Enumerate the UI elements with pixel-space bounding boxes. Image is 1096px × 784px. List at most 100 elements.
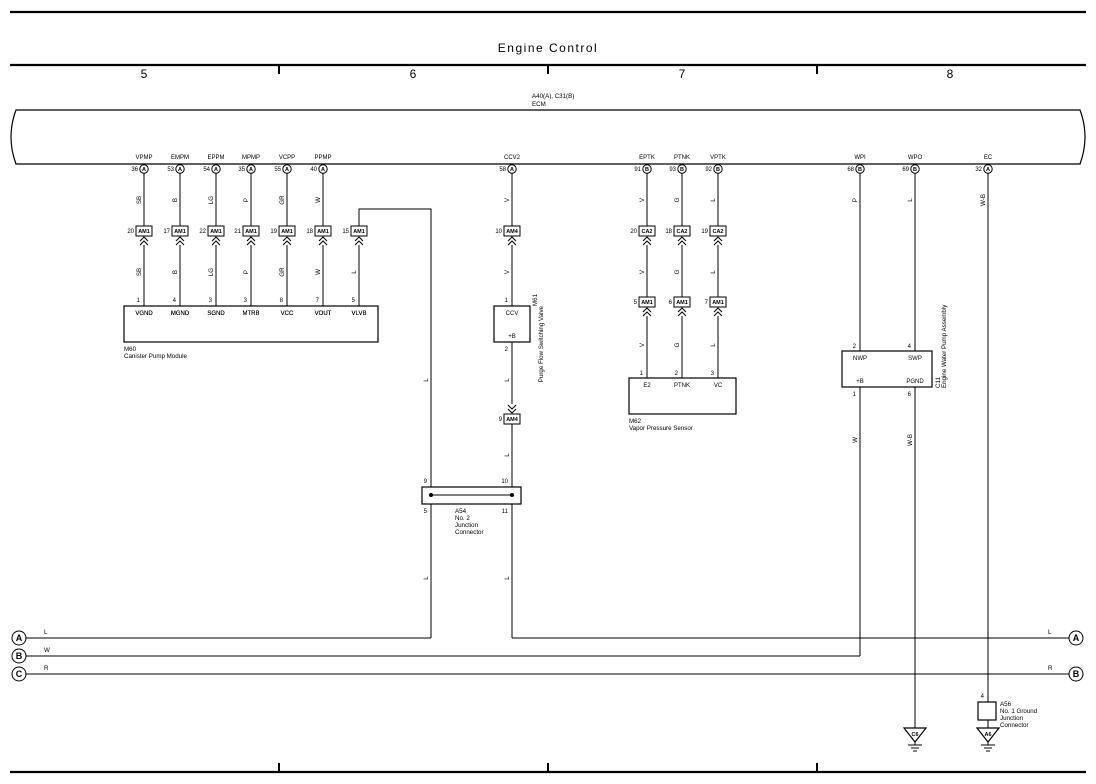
- joint-pin: 19: [701, 229, 708, 235]
- joint-chevron: [677, 236, 687, 242]
- wire-color-code: V: [639, 269, 646, 274]
- joint-connector-AM1: [278, 225, 296, 237]
- joint-pin: 18: [306, 229, 313, 235]
- joint-connector-AM1: [207, 225, 225, 237]
- joint-chevron: [507, 408, 517, 414]
- module-pin: 8: [280, 298, 284, 304]
- wiring-lines: [10, 10, 1086, 774]
- module-pin: 3: [244, 298, 248, 304]
- terminal-label-EPTK: EPTK: [639, 155, 655, 161]
- pump-pin-2: 2: [853, 344, 857, 350]
- joint-chevron: [677, 311, 687, 317]
- column-number-5: 5: [141, 67, 148, 81]
- ground-symbol: [902, 727, 928, 743]
- joint-name: AM1: [138, 229, 150, 235]
- joint-chevron: [507, 404, 517, 410]
- joint-chevron: [713, 311, 723, 317]
- joint-chevron: [139, 240, 149, 246]
- joint-connector-CA2: [673, 225, 691, 237]
- terminal-pin: 55: [274, 167, 281, 173]
- canister-pump-module-box: [123, 305, 379, 343]
- wire-color-code: W-B: [907, 434, 914, 446]
- sensor-pin-label-PTNK: PTNK: [674, 383, 690, 389]
- wire-color-code: P: [852, 198, 859, 202]
- joint-pin: 19: [270, 229, 277, 235]
- bus-wire-color-right-c: R: [1048, 665, 1053, 672]
- joint-name: AM1: [281, 229, 293, 235]
- valve-label-ccv: CCV: [506, 311, 519, 317]
- joint-pin: 17: [163, 229, 170, 235]
- wire-color-code: LG: [208, 196, 215, 204]
- ground-junction-a56: [977, 701, 997, 721]
- terminal-pin: 69: [902, 167, 909, 173]
- terminal-connector-letter: A: [178, 167, 182, 173]
- junction-name-1: No. 2: [455, 515, 470, 522]
- joint-chevron: [507, 236, 517, 242]
- terminal-connector-letter: A: [986, 167, 990, 173]
- joint-chevron: [642, 311, 652, 317]
- module-pin-label: SGND: [207, 311, 225, 317]
- module-pin-label-VOUT: VOUT: [315, 311, 332, 317]
- joint-chevron: [713, 307, 723, 313]
- purge-valve-name: Purge Flow Switching Valve: [538, 305, 545, 382]
- canister-pump-code: M60: [124, 346, 137, 353]
- wire-color-code: L: [504, 453, 511, 457]
- joint-connector-AM1: [171, 225, 189, 237]
- module-pin-label-VGND: VGND: [135, 311, 153, 317]
- joint-chevron: [211, 240, 221, 246]
- wire-color-code: W: [315, 269, 322, 275]
- joint-pin: 18: [665, 229, 672, 235]
- vapor-sensor-code: M62: [629, 418, 642, 425]
- bus-wire-color-left: W: [44, 647, 50, 654]
- wire-color-code: V: [504, 269, 511, 274]
- module-pin-label-VCC: VCC: [281, 311, 294, 317]
- wire-color-code: L: [907, 198, 914, 202]
- valve-pin-out: 2: [505, 347, 509, 353]
- module-pin-label-MGND: MGND: [171, 311, 190, 317]
- joint-name: AM1: [641, 300, 653, 306]
- wire-color-code: L: [710, 270, 717, 274]
- terminal-connector-letter: B: [716, 167, 720, 173]
- junction-pin-11: 11: [502, 509, 509, 515]
- junction-pin-10: 10: [501, 479, 508, 485]
- terminal-pin: 32: [975, 167, 982, 173]
- bus-tag-right-B: [1068, 666, 1084, 682]
- wire-color-code: P: [243, 270, 250, 274]
- terminal-pin: 36: [131, 167, 138, 173]
- sensor-pin: 3: [711, 371, 715, 377]
- pump-label-nwp: NWP: [853, 356, 867, 362]
- ground-label-A6: A6: [984, 732, 991, 738]
- terminal-label-WPO: WPO: [908, 155, 923, 161]
- joint-chevron: [282, 240, 292, 246]
- joint-name: AM1: [245, 229, 257, 235]
- junction-name-3: Connector: [455, 529, 484, 536]
- junction-name-2: Junction: [455, 522, 479, 529]
- joint-chevron: [642, 240, 652, 246]
- joint-name: AM4: [506, 417, 519, 423]
- terminal-pin: 92: [705, 167, 712, 173]
- ecm-box: [10, 109, 1086, 165]
- joint-chevron: [642, 307, 652, 313]
- bus-wire-color-left: R: [44, 665, 49, 672]
- ecm-name: ECM: [532, 101, 546, 108]
- wire-vlvb-to-junction: [358, 208, 432, 487]
- wire-color-code: W: [315, 197, 322, 203]
- terminal-pin: 58: [499, 167, 506, 173]
- wire-color-code: G: [674, 269, 681, 274]
- joint-name: CA2: [676, 229, 687, 235]
- module-pin: 1: [137, 298, 141, 304]
- terminal-label-CCV2: CCV2: [504, 155, 521, 161]
- wire-color-code: LG: [208, 268, 215, 276]
- module-pin-label: VGND: [135, 311, 153, 317]
- ground-junction-code: A56: [1000, 701, 1012, 708]
- ground-junction-name-2: Junction: [1000, 715, 1024, 722]
- joint-chevron: [175, 236, 185, 242]
- joint-chevron: [318, 236, 328, 242]
- joint-connector-AM1: [135, 225, 153, 237]
- bus-letter-right-A: A: [1073, 633, 1080, 643]
- joint-chevron: [677, 307, 687, 313]
- wire-color-code: L: [504, 378, 511, 382]
- wire-color-code: SB: [136, 268, 143, 276]
- water-pump-box: [841, 350, 933, 388]
